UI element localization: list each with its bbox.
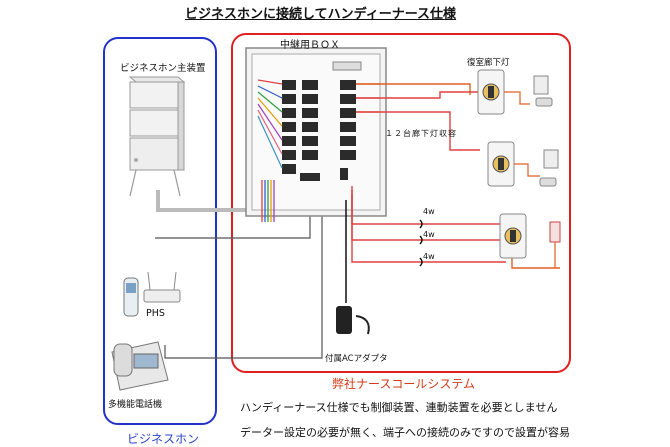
business-phone-frame [103,37,217,425]
phs-label: PHS [146,308,165,319]
wire-label-2: 4w [423,230,435,239]
wire-label-1: 4w [423,207,435,216]
pbx-main-unit [128,76,186,197]
wire-label-3: 4w [423,252,435,261]
ceiling-light-label: 復室廊下灯 [467,58,510,68]
junction-box [245,47,387,222]
page-title: ビジネスホンに接続してハンディーナース仕様 [185,7,457,22]
phs-handset [123,271,181,317]
adapter-label: 付属ACアダプタ [325,354,388,364]
junction-box-label: 中継用ＢＯＸ [280,40,340,51]
business-phone-caption: ビジネスホン [127,432,200,446]
multifunction-phone-label: 多機能電話機 [108,400,163,410]
nurse-call-system-caption: 弊社ナースコールシステム [332,377,476,391]
twelve-units-note: １２台廊下灯収容 [385,129,457,138]
pbx-main-unit-label: ビジネスホン主装置 [120,63,206,74]
description-line-1: ハンディーナース仕様でも制御装置、連動装置を必要としません [240,401,558,414]
multifunction-phone [111,341,169,391]
ac-adapter [336,200,370,335]
pbx-cable-phone [164,180,323,359]
description-line-2: データー設定の必要が無く、端子への接続のみですので設置が容易 [240,426,570,439]
corridor-lights [477,69,561,268]
nurse-call-frame [231,33,571,373]
